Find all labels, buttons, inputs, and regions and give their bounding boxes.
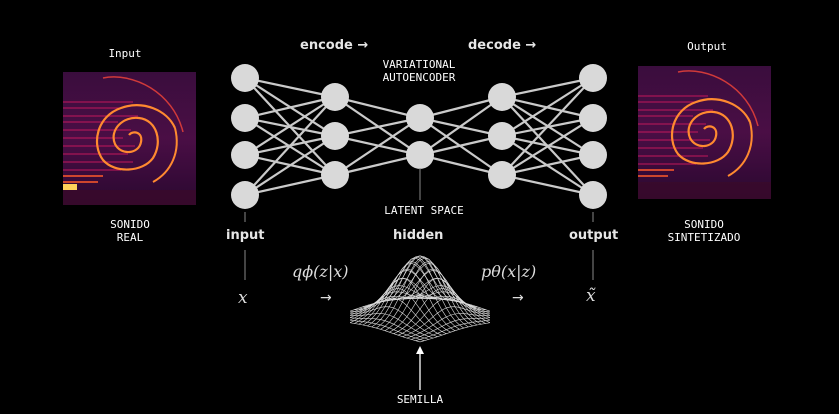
network-node	[231, 104, 259, 132]
network-edge	[419, 96, 503, 156]
decode-label: decode →	[468, 38, 537, 53]
vae-title-line1: VARIATIONAL	[382, 58, 456, 71]
math-x: x	[238, 288, 248, 308]
network-edge	[419, 134, 503, 157]
network-edge	[244, 96, 336, 156]
network-node	[488, 122, 516, 150]
seed-label: SEMILLA	[396, 393, 444, 406]
layer-label-hidden: hidden	[393, 228, 444, 243]
math-decoder: pθ(x|z)	[481, 262, 537, 281]
network-edge	[334, 117, 421, 176]
latent-space-label: LATENT SPACE	[384, 204, 464, 217]
network-node	[321, 161, 349, 189]
output-title: Output	[687, 40, 727, 53]
encoder-arrow: →	[320, 290, 332, 306]
network-edge	[244, 76, 336, 99]
output-caption-line1: SONIDO	[684, 218, 724, 231]
network-nodes	[231, 64, 607, 209]
decoder-arrow: →	[512, 290, 524, 306]
network-node	[406, 104, 434, 132]
layer-label-output: output	[569, 228, 619, 243]
network-node	[406, 141, 434, 169]
input-caption-line2: REAL	[116, 231, 144, 244]
network-edge	[244, 135, 336, 196]
input-spectrogram	[63, 72, 196, 205]
network-edge	[244, 96, 336, 196]
input-caption-line1: SONIDO	[110, 218, 150, 231]
network-edge	[419, 95, 503, 120]
network-node	[488, 161, 516, 189]
network-node	[231, 64, 259, 92]
network-edge	[501, 76, 594, 99]
network-edge	[244, 173, 336, 197]
network-node	[579, 141, 607, 169]
layer-label-input: input	[226, 228, 265, 243]
seed-arrow	[416, 346, 424, 390]
math-encoder: qϕ(z|x)	[292, 262, 349, 281]
math-x-tilde: x̃	[586, 286, 596, 306]
gaussian-surface	[350, 255, 490, 343]
network-edge	[501, 173, 594, 197]
network-edge	[244, 95, 336, 120]
network-edge	[501, 77, 594, 176]
network-node	[321, 122, 349, 150]
network-edge	[501, 153, 594, 177]
vae-title-line2: AUTOENCODER	[382, 71, 456, 84]
output-caption-line2: SINTETIZADO	[667, 231, 741, 244]
network-node	[488, 83, 516, 111]
network-edges	[244, 76, 594, 197]
network-edge	[419, 153, 503, 177]
network-node	[321, 83, 349, 111]
input-title: Input	[108, 47, 142, 60]
network-edge	[334, 153, 421, 177]
network-node	[579, 64, 607, 92]
network-node	[579, 181, 607, 209]
network-edge	[501, 117, 594, 176]
network-edge	[334, 116, 421, 138]
network-node	[579, 104, 607, 132]
network-node	[231, 181, 259, 209]
network-edge	[501, 77, 594, 137]
output-spectrogram	[638, 66, 771, 199]
encode-label: encode →	[300, 38, 369, 53]
network-edge	[334, 95, 421, 120]
network-node	[231, 141, 259, 169]
